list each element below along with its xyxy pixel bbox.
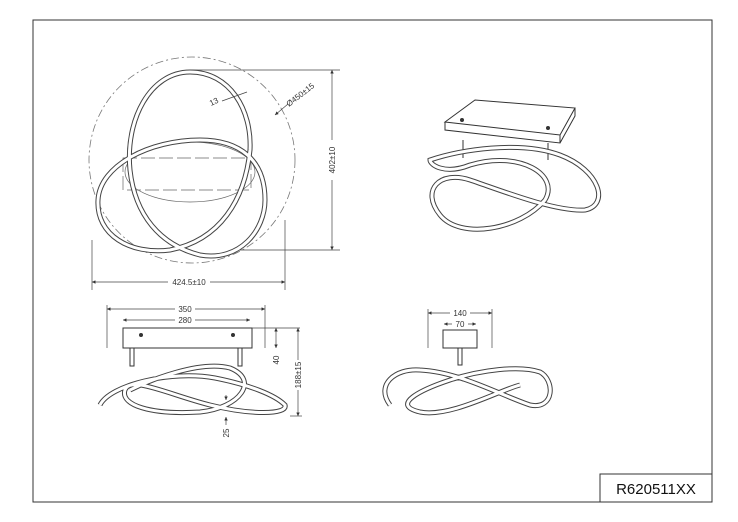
ribbon-width-label: 13 bbox=[208, 96, 220, 108]
side-view: 140 70 bbox=[382, 308, 553, 416]
title-block: R620511XX bbox=[599, 473, 713, 503]
diameter-label: Ø450±15 bbox=[285, 81, 317, 109]
plate-width-label: 140 bbox=[453, 309, 467, 318]
iso-ribbon bbox=[427, 144, 602, 232]
iso-ceiling-plate bbox=[443, 99, 576, 144]
plate-length-label: 350 bbox=[178, 305, 192, 314]
front-ribbon bbox=[97, 363, 288, 416]
isometric-view bbox=[427, 99, 602, 232]
plate-rect-outline bbox=[122, 157, 252, 191]
product-code: R620511XX bbox=[616, 481, 696, 498]
total-height-label: 188±15 bbox=[294, 361, 303, 388]
drawing-frame bbox=[32, 19, 713, 503]
front-ceiling-plate bbox=[122, 327, 253, 349]
side-ceiling-plate bbox=[442, 329, 478, 349]
front-view: 350 280 40 188±15 25 bbox=[97, 304, 303, 437]
knot-ribbon bbox=[95, 69, 268, 259]
stem-block-label: 70 bbox=[456, 320, 465, 329]
top-view: 424.5±10 402±10 Ø450±15 13 bbox=[88, 56, 340, 290]
ribbon-depth-label: 25 bbox=[222, 428, 231, 437]
mount-spacing-label: 280 bbox=[178, 316, 192, 325]
outer-diameter-circle bbox=[88, 56, 296, 264]
width-label: 424.5±10 bbox=[172, 278, 206, 287]
height-label: 402±10 bbox=[328, 146, 337, 173]
side-ribbon bbox=[382, 366, 553, 416]
plate-height-label: 40 bbox=[272, 355, 281, 364]
